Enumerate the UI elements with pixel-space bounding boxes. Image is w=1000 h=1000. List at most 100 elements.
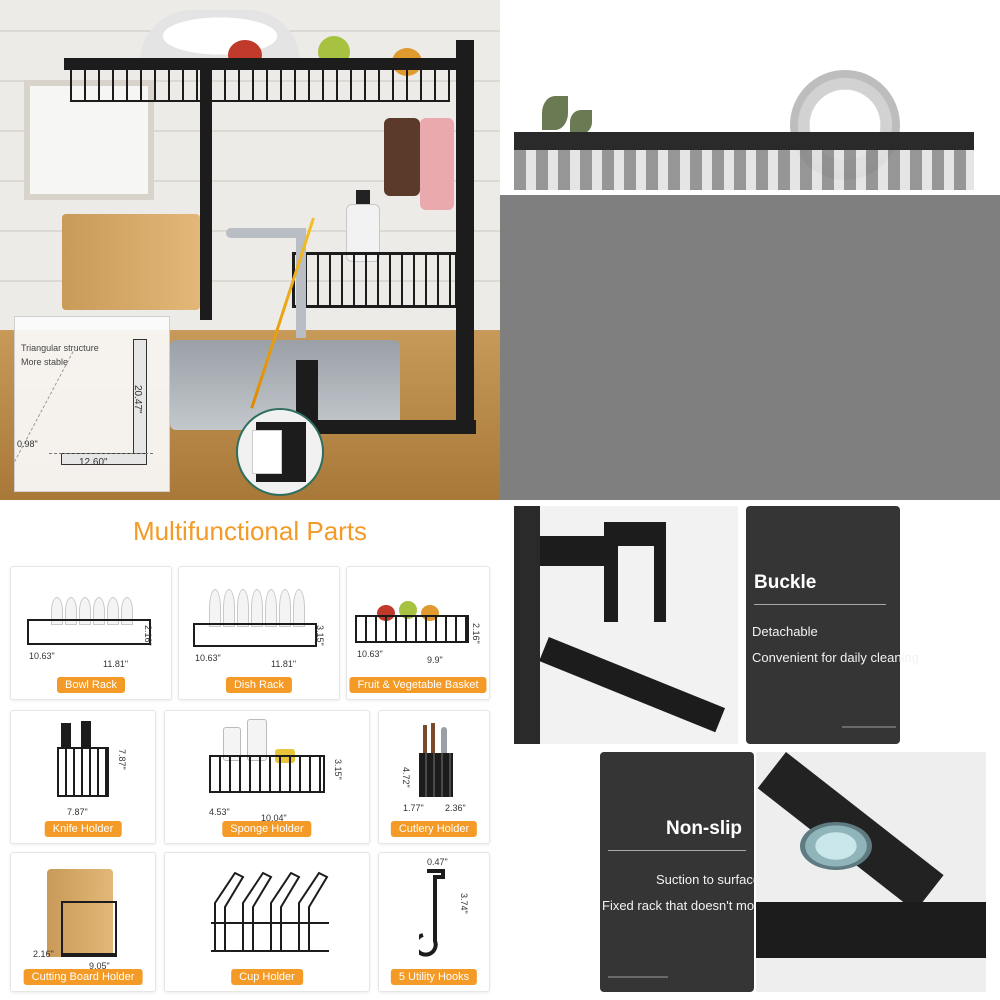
dim-label: 0.47" (427, 857, 448, 867)
foot-pad-zoom (236, 408, 324, 496)
dim-label: 7.87" (117, 749, 127, 770)
rack-top-basket (70, 66, 450, 102)
inset-dim-small: 0.98" (17, 439, 38, 449)
feature-line: Fixed rack that doesn't move (602, 898, 768, 913)
dim-label: 2.16" (143, 625, 153, 646)
part-label: Bowl Rack (57, 677, 125, 693)
hero-product-photo: Triangular structure More stable 20.47" … (0, 0, 500, 500)
rack-sponge-basket (292, 252, 458, 308)
rack-beam (539, 636, 726, 733)
chopstick (431, 723, 435, 761)
part-label: Dish Rack (225, 677, 293, 693)
feature-line: Convenient for daily cleaning (752, 650, 919, 665)
dim-label: 9.9" (427, 655, 443, 665)
inset-dim-height: 20.47" (132, 385, 143, 414)
fine-print-mark (608, 976, 668, 978)
part-label: 5 Utility Hooks (390, 969, 478, 985)
feature-title-buckle: Buckle (754, 572, 817, 593)
knife-holder-frame (57, 747, 109, 797)
rack-rail (514, 132, 974, 150)
faucet-neck (296, 228, 306, 338)
divider (608, 850, 746, 851)
cutting-board (47, 869, 113, 957)
non-slip-panel: Non-slip Suction to surface Fixed rack t… (600, 752, 768, 992)
non-slip-pad (252, 430, 282, 474)
dim-label: 10.04" (261, 813, 287, 823)
knife-handle (81, 721, 91, 747)
dim-label: 2.16" (33, 949, 54, 959)
rack-left-leg (200, 70, 212, 320)
dim-label: 3.74" (459, 893, 469, 914)
parts-title: Multifunctional Parts (132, 516, 368, 546)
brown-towel (384, 118, 420, 196)
dim-label: 10.63" (29, 651, 55, 661)
buckle-panel: Buckle Detachable Convenient for daily c… (746, 506, 919, 744)
part-card-fruit-basket: 10.63" 9.9" 2.16" Fruit & Vegetable Bask… (346, 566, 490, 700)
rack-post (514, 506, 540, 744)
buckle-photo (514, 506, 738, 744)
plates-on-rack (140, 10, 300, 62)
inset-dim-width: 12.60" (79, 457, 108, 468)
part-card-bowl-rack: 10.63" 11.81" 2.16" Bowl Rack (10, 566, 172, 700)
hook-illustration (419, 869, 445, 957)
faucet-spout (226, 228, 306, 238)
part-card-cup-holder: Cup Holder (164, 852, 370, 992)
part-card-sponge-holder: 4.53" 10.04" 3.15" Sponge Holder (164, 710, 370, 844)
multifunctional-parts: Multifunctional Parts 10.63" 11.81" 2.16… (0, 500, 500, 1000)
inset-label-structure: Triangular structure (21, 343, 99, 353)
part-label: Cutlery Holder (390, 821, 478, 837)
bowl-stack (51, 597, 133, 625)
cup-holder-illustration (211, 871, 329, 952)
feature-line: Suction to surface (656, 872, 761, 887)
inset-label-stable: More stable (21, 357, 69, 367)
soap-pump (356, 190, 370, 206)
divider (754, 604, 886, 605)
part-card-cutting-board-holder: 2.16" 9.05" Cutting Board Holder (10, 852, 156, 992)
knife-handle (61, 723, 71, 747)
part-card-utility-hooks: 0.47" 3.74" 5 Utility Hooks (378, 852, 490, 992)
dish-stack (209, 589, 305, 627)
rack-slats (514, 150, 974, 190)
feature-line: Detachable (752, 624, 818, 639)
part-label: Knife Holder (44, 821, 122, 837)
suction-photo (756, 752, 986, 992)
dim-label: 11.81" (271, 659, 297, 669)
spoon (441, 727, 447, 761)
pink-towel (420, 118, 454, 210)
part-card-knife-holder: 7.87" 7.87" Knife Holder (10, 710, 156, 844)
chopstick (423, 725, 427, 761)
herb-leaf (570, 110, 592, 134)
image-placeholder (500, 195, 1000, 500)
dim-label: 2.16" (471, 623, 481, 644)
dim-label: 11.81" (103, 659, 129, 669)
dim-label: 7.87" (67, 807, 88, 817)
fruit-item (399, 601, 417, 619)
part-label: Cutting Board Holder (23, 969, 143, 985)
part-label: Cup Holder (231, 969, 303, 985)
rack-base (756, 902, 986, 958)
herb-leaf (542, 96, 568, 130)
basket-frame (355, 615, 469, 643)
dim-label: 4.72" (401, 767, 411, 788)
rack-base-bar (296, 420, 476, 434)
part-card-cutlery-holder: 4.72" 1.77" 2.36" Cutlery Holder (378, 710, 490, 844)
rack-right-leg (456, 40, 474, 430)
inset-dim-line (49, 453, 153, 454)
sponge-holder-frame (209, 755, 325, 793)
cutting-board (62, 214, 200, 310)
structure-inset: Triangular structure More stable 20.47" … (14, 316, 170, 492)
part-label: Fruit & Vegetable Basket (349, 677, 487, 693)
dim-label: 1.77" (403, 803, 424, 813)
feature-title-non-slip: Non-slip (666, 818, 742, 839)
dim-label: 2.36" (445, 803, 466, 813)
board-holder-frame (61, 901, 117, 957)
bowl-rack-frame (27, 619, 151, 645)
cutlery-cup (419, 753, 453, 797)
dim-label: 10.63" (357, 649, 383, 659)
dim-label: 4.53" (209, 807, 230, 817)
dim-label: 3.15" (315, 625, 325, 646)
rack-side-view (500, 0, 1000, 500)
dim-label: 9.05" (89, 961, 110, 971)
dish-rack-frame (193, 623, 317, 647)
feature-details: Buckle Detachable Convenient for daily c… (500, 500, 1000, 1000)
